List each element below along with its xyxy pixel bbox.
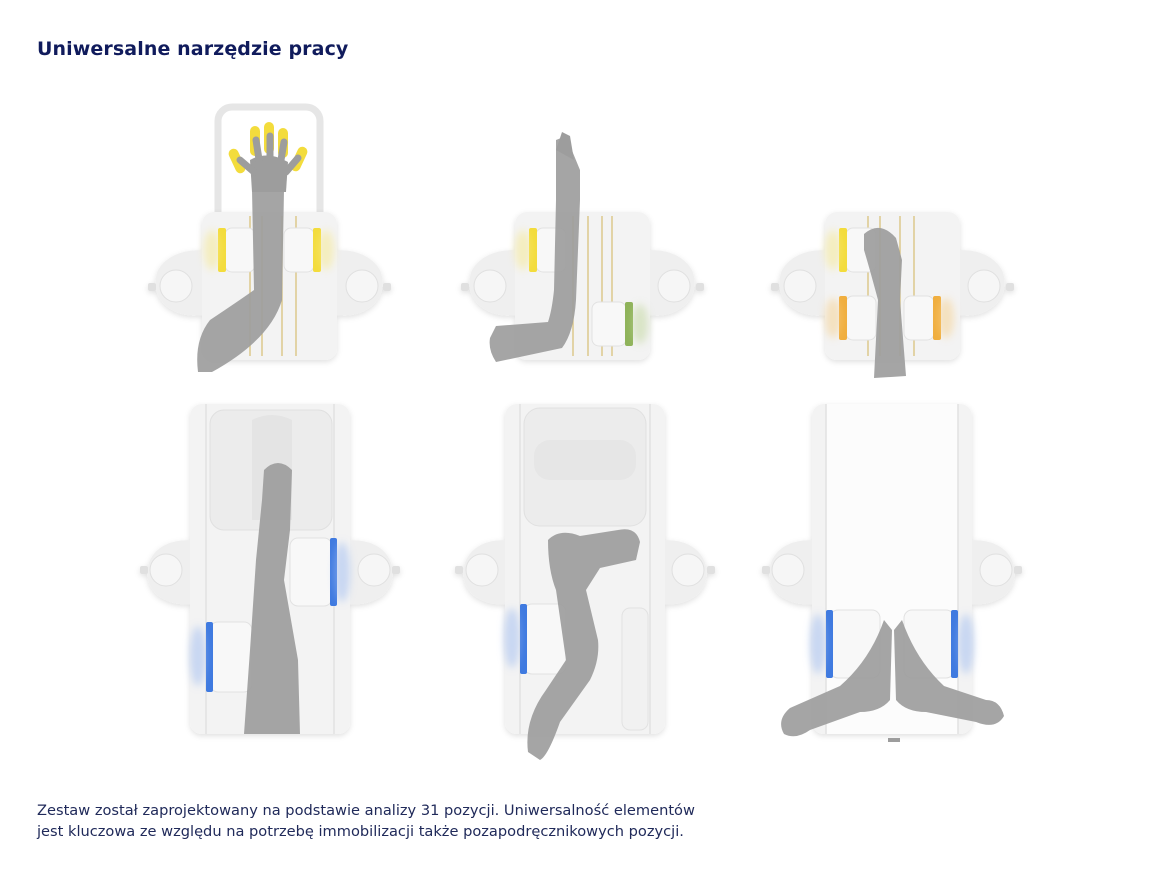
illustration-arm-raised-side — [461, 132, 704, 362]
illustration-feet-together — [762, 404, 1022, 742]
page-title: Uniwersalne narzędzie pracy — [37, 38, 349, 60]
caption: Zestaw został zaprojektowany na podstawi… — [37, 800, 695, 842]
illustration-leg-bent — [455, 404, 715, 760]
illustration-arm-raised-hand — [148, 103, 391, 372]
caption-line-1: Zestaw został zaprojektowany na podstawi… — [37, 802, 695, 819]
illustration-forearm-crossed — [771, 212, 1014, 378]
caption-line-2: jest kluczowa ze względu na potrzebę imm… — [37, 823, 684, 840]
illustration-leg-straight — [140, 404, 400, 734]
